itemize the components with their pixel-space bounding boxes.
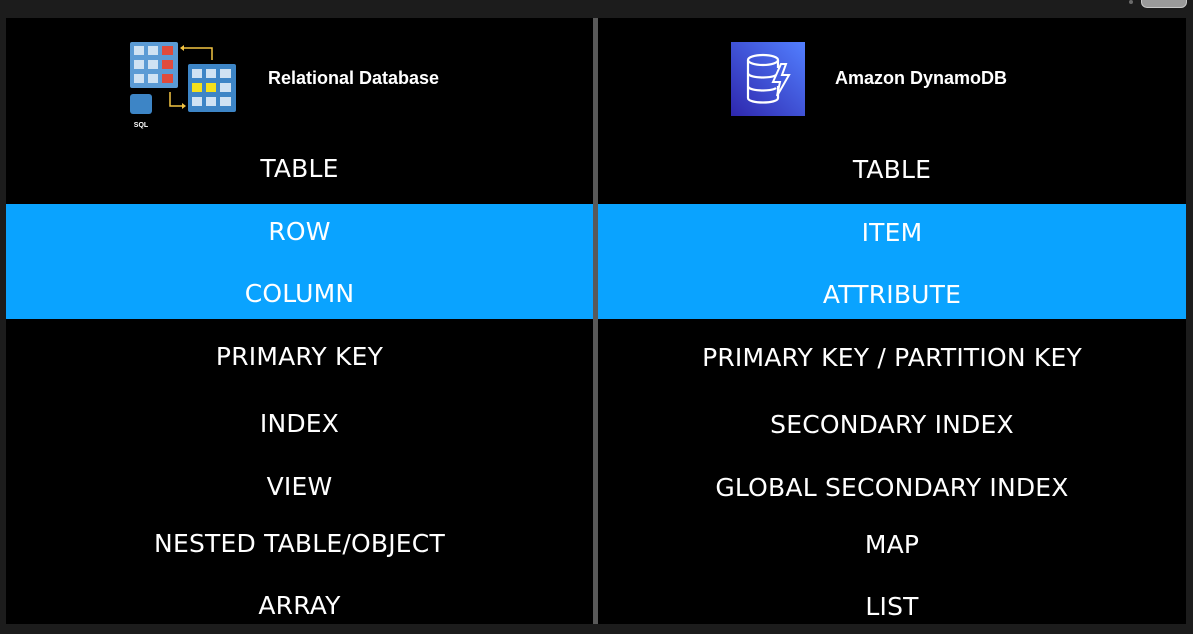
dynamodb-term-primary-partition-key: PRIMARY KEY / PARTITION KEY [702,343,1082,372]
relational-term-table: TABLE [260,154,339,183]
relational-database-icon [130,42,236,114]
window-dot [1129,0,1133,4]
comparison-slide: SQL Relational Database TABLE ROW COLUMN… [6,18,1186,624]
dynamodb-term-secondary-index: SECONDARY INDEX [770,410,1014,439]
relational-term-nested-table: NESTED TABLE/OBJECT [154,529,445,558]
relational-term-array: ARRAY [258,591,341,620]
dynamodb-header: Amazon DynamoDB [598,40,1186,116]
column-divider [593,18,598,624]
sql-badge-label: SQL [133,122,149,129]
dynamodb-term-table: TABLE [852,155,932,184]
window-top-bar [0,0,1193,18]
relational-title: Relational Database [268,68,440,88]
dynamodb-term-attribute: ATTRIBUTE [822,280,962,309]
dynamodb-title: Amazon DynamoDB [835,68,1008,88]
relational-header: SQL Relational Database [6,40,593,129]
relational-term-column: COLUMN [244,279,355,308]
relational-column: SQL Relational Database TABLE ROW COLUMN… [6,18,593,624]
dynamodb-term-map: MAP [864,530,920,559]
dynamodb-term-list: LIST [865,592,919,621]
relational-term-view: VIEW [266,472,333,501]
dynamodb-column: Amazon DynamoDB TABLE ITEM ATTRIBUTE PRI… [598,18,1186,624]
window-control-pill[interactable] [1141,0,1187,8]
dynamodb-icon [731,42,805,116]
relational-term-index: INDEX [259,409,340,438]
relational-term-primary-key: PRIMARY KEY [215,342,384,371]
relational-term-row: ROW [268,217,331,246]
dynamodb-term-item: ITEM [861,218,923,247]
dynamodb-term-global-secondary-index: GLOBAL SECONDARY INDEX [715,473,1069,502]
